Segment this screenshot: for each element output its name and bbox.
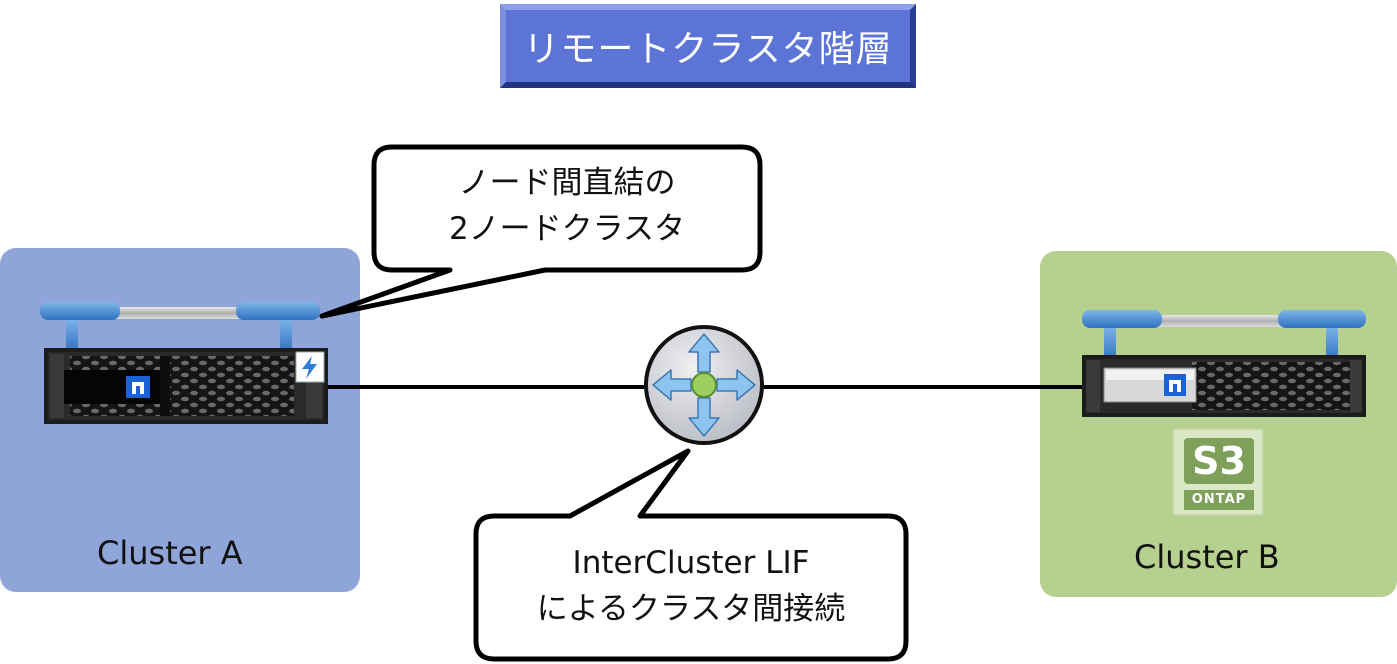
link-router-cluster-b	[760, 385, 1082, 389]
callout-top-text: ノード間直結の 2ノードクラスタ	[380, 160, 754, 252]
cluster-a-label: Cluster A	[97, 534, 243, 572]
callout-bottom-line1: InterCluster LIF	[572, 545, 810, 581]
cluster-b-label: Cluster B	[1134, 538, 1280, 576]
callout-bottom-line2: によるクラスタ間接続	[536, 591, 846, 627]
s3-ontap-logo: S3 ONTAP	[1172, 428, 1264, 516]
router-icon	[644, 325, 764, 445]
callout-top-line1: ノード間直結の	[458, 165, 676, 201]
callout-top-line2: 2ノードクラスタ	[448, 211, 686, 247]
cluster-a-box: Cluster A	[0, 248, 360, 592]
diagram-title: リモートクラスタ階層	[500, 4, 916, 88]
s3-logo-main-text: S3	[1184, 438, 1254, 484]
callout-bottom-text: InterCluster LIF によるクラスタ間接続	[482, 540, 900, 632]
cluster-b-box: Cluster B	[1040, 251, 1397, 597]
s3-logo-sub-text: ONTAP	[1184, 490, 1254, 510]
link-cluster-a-router	[328, 385, 648, 389]
